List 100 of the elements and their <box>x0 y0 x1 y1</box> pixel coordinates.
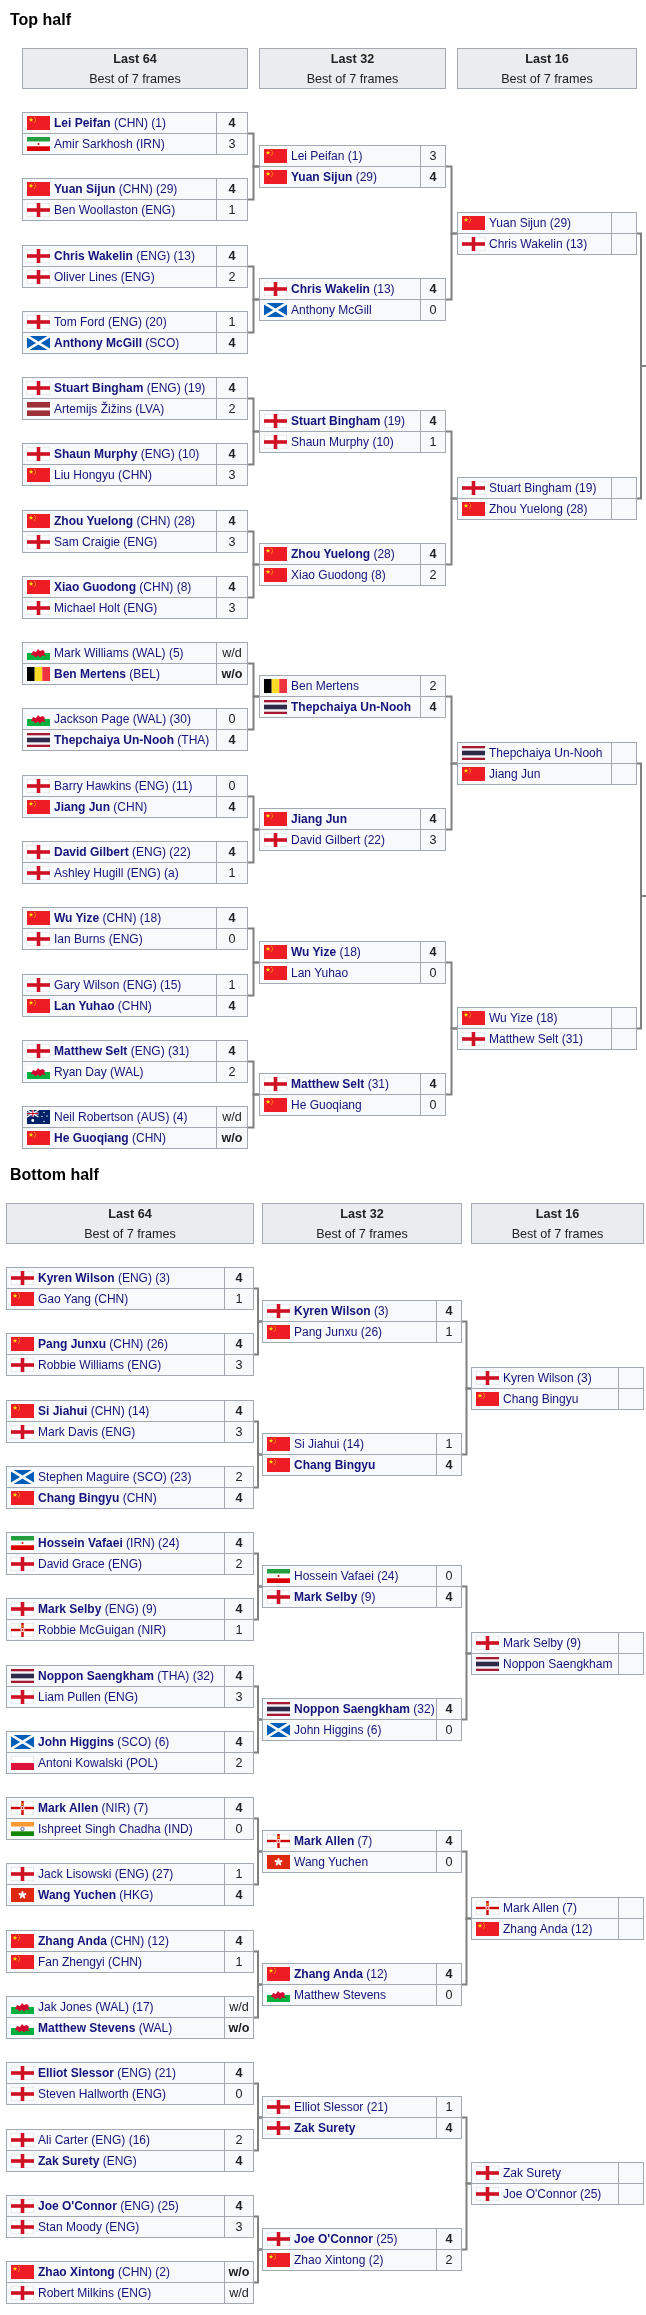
player-name: Zhou Yuelong (28) <box>291 546 395 563</box>
match-card <box>259 941 446 984</box>
player-name: Wang Yuchen (HKG) <box>38 1887 154 1904</box>
score: 4 <box>429 1076 437 1093</box>
round-header <box>262 1203 462 1244</box>
player-name: Jiang Jun <box>489 766 541 783</box>
match-card <box>457 212 637 255</box>
score: 3 <box>228 534 236 551</box>
match-card <box>471 2162 644 2205</box>
match-card <box>6 2195 254 2238</box>
round-name: Last 32 <box>330 51 375 68</box>
score: 1 <box>445 2099 453 2116</box>
player-name: Matthew Selt (31) <box>291 1076 390 1093</box>
match-card <box>22 377 248 420</box>
player-name: Anthony McGill (SCO) <box>54 335 180 352</box>
player-name: Noppon Saengkham <box>503 1656 613 1673</box>
score: 4 <box>228 248 236 265</box>
player-name: Joe O'Connor (25) <box>503 2186 602 2203</box>
player-name: Ashley Hugill (ENG) (a) <box>54 865 179 882</box>
player-name: Matthew Stevens (WAL) <box>38 2020 173 2037</box>
match-card <box>22 245 248 288</box>
score: 4 <box>235 1887 243 1904</box>
match-card <box>6 1267 254 1310</box>
score: 4 <box>228 844 236 861</box>
score: 4 <box>445 1457 453 1474</box>
match-card <box>22 576 248 619</box>
match-card <box>6 1797 254 1840</box>
player-name: Pang Junxu (26) <box>294 1324 383 1341</box>
score: 2 <box>235 1755 243 1772</box>
player-name: Chris Wakelin (ENG) (13) <box>54 248 195 265</box>
bracket-line <box>461 1652 472 1721</box>
player-name: Chang Bingyu <box>294 1457 376 1474</box>
player-name: Mark Selby (9) <box>294 1589 376 1606</box>
score: 1 <box>445 1436 453 1453</box>
match-card <box>457 742 637 785</box>
player-name: Matthew Selt (ENG) (31) <box>54 1043 190 1060</box>
bracket-line <box>445 762 458 831</box>
player-name: Hossein Vafaei (IRN) (24) <box>38 1535 180 1552</box>
match-card <box>262 1433 462 1476</box>
player-name: Zak Surety (ENG) <box>38 2153 137 2170</box>
bracket-line <box>445 1027 458 1096</box>
player-name: Kyren Wilson (3) <box>294 1303 389 1320</box>
bracket-line <box>253 1320 263 1356</box>
bracket-line <box>461 1917 472 1986</box>
match-card <box>6 1665 254 1708</box>
match-card <box>6 1532 254 1575</box>
score: 0 <box>429 302 437 319</box>
player-name: Shaun Murphy (10) <box>291 434 394 451</box>
player-name: Mark Selby (9) <box>503 1635 582 1652</box>
player-name: Yuan Sijun (29) <box>489 215 572 232</box>
player-name: Ali Carter (ENG) (16) <box>38 2132 150 2149</box>
bracket-line <box>253 1585 263 1621</box>
player-name: Michael Holt (ENG) <box>54 600 158 617</box>
round-name: Last 64 <box>108 1206 152 1223</box>
bracket-line <box>461 2182 472 2251</box>
match-card <box>259 808 446 851</box>
player-name: Joe O'Connor (ENG) (25) <box>38 2198 179 2215</box>
match-card <box>6 2062 254 2105</box>
player-name: Jackson Page (WAL) (30) <box>54 711 191 728</box>
bracket-line <box>445 497 458 566</box>
player-name: Ben Mertens (BEL) <box>54 666 161 683</box>
bracket-line <box>253 2116 263 2152</box>
player-name: Zhou Yuelong (28) <box>489 501 588 518</box>
score: 0 <box>228 931 236 948</box>
player-name: Hossein Vafaei (24) <box>294 1568 399 1585</box>
score: 2 <box>445 2252 453 2269</box>
score: 4 <box>235 1601 243 1618</box>
score: 4 <box>228 181 236 198</box>
player-name: Thepchaiya Un-Nooh <box>489 745 603 762</box>
match-card <box>262 1698 462 1741</box>
player-name: Jiang Jun (CHN) <box>54 799 148 816</box>
player-name: Xiao Guodong (8) <box>291 567 386 584</box>
match-card <box>259 1073 446 1116</box>
player-name: Zak Surety <box>503 2165 562 2182</box>
match-card <box>22 178 248 221</box>
score: 3 <box>429 148 437 165</box>
score: 4 <box>235 1800 243 1817</box>
match-card <box>259 410 446 453</box>
match-card <box>259 278 446 321</box>
score: 4 <box>429 811 437 828</box>
score: 4 <box>429 546 437 563</box>
score: 4 <box>429 281 437 298</box>
match-card <box>6 2261 254 2304</box>
player-name: Xiao Guodong (CHN) (8) <box>54 579 192 596</box>
score: 1 <box>235 1954 243 1971</box>
player-name: John Higgins (6) <box>294 1722 382 1739</box>
match-card <box>262 1830 462 1873</box>
player-name: Mark Davis (ENG) <box>38 1424 136 1441</box>
score: 1 <box>235 1291 243 1308</box>
match-card <box>6 1400 254 1443</box>
score: 0 <box>429 1097 437 1114</box>
score: w/o <box>228 2264 250 2281</box>
player-name: David Gilbert (22) <box>291 832 386 849</box>
player-name: Ishpreet Singh Chadha (IND) <box>38 1821 193 1838</box>
match-card <box>262 2096 462 2139</box>
score: 4 <box>235 1668 243 1685</box>
player-name: Yuan Sijun (29) <box>291 169 378 186</box>
score: 4 <box>445 2231 453 2248</box>
player-name: Si Jiahui (CHN) (14) <box>38 1403 150 1420</box>
score: 2 <box>235 2132 243 2149</box>
